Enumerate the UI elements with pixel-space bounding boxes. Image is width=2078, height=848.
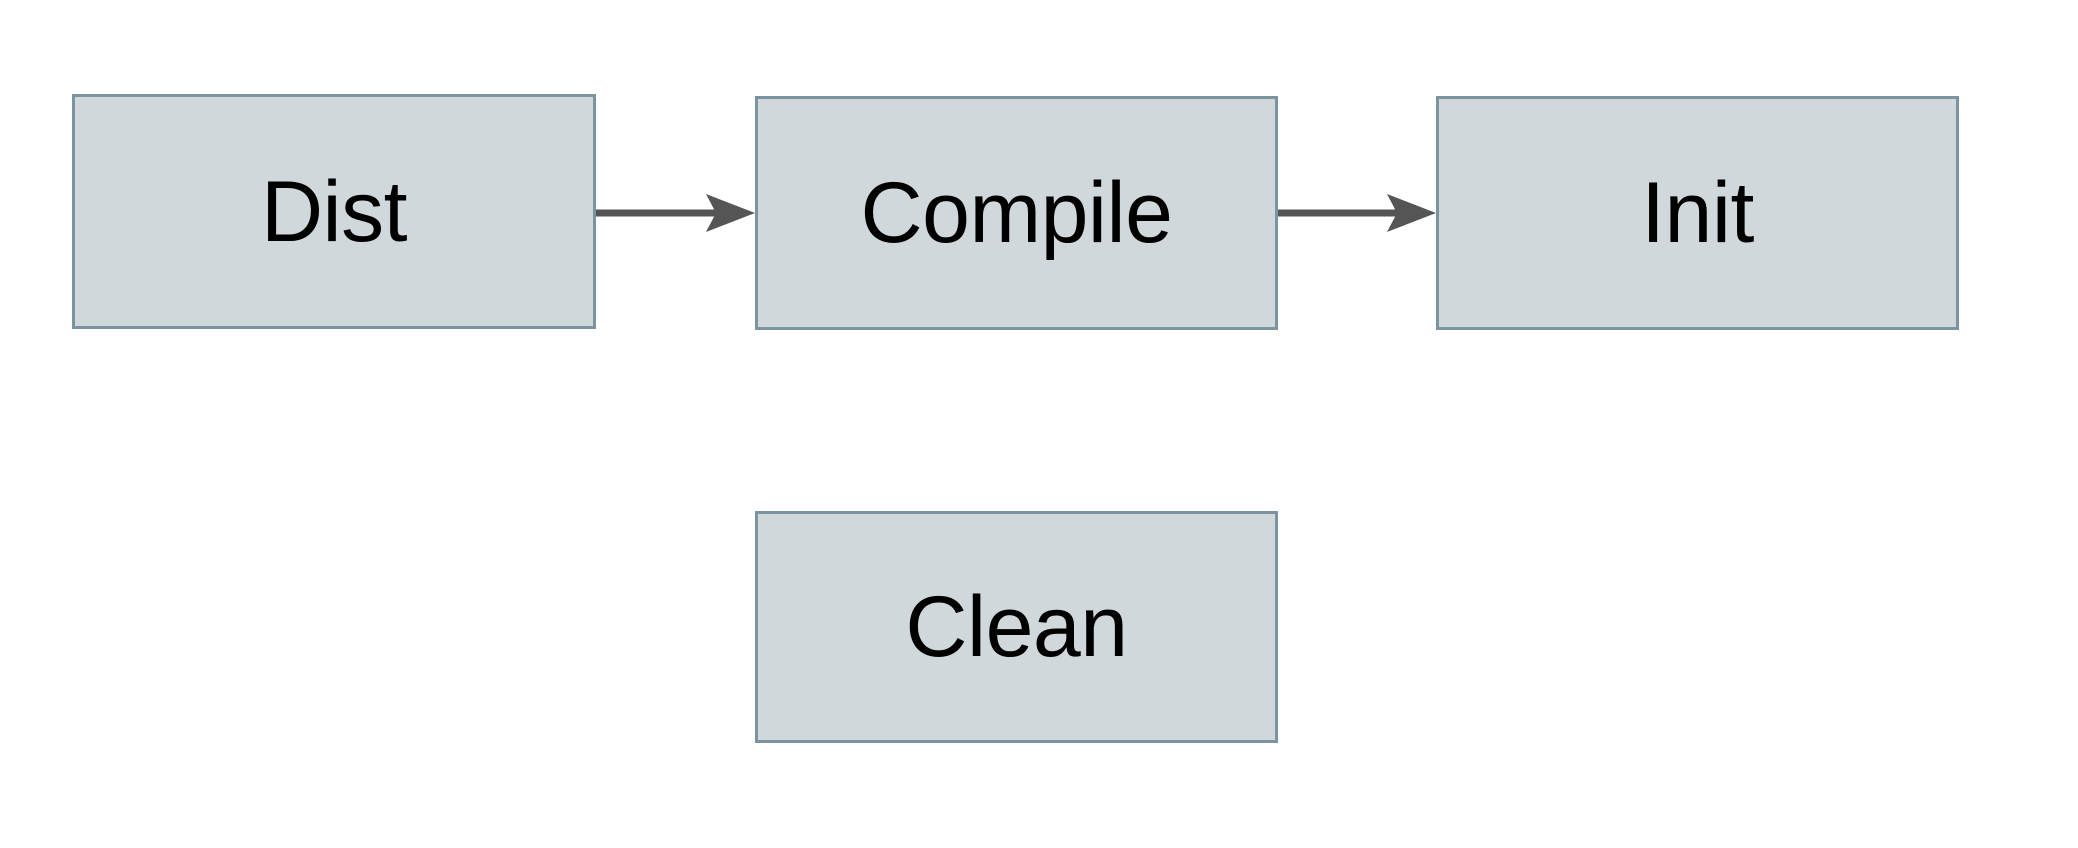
edge-compile-to-init[interactable]	[1278, 194, 1436, 232]
arrowhead-icon	[706, 194, 755, 232]
node-compile[interactable]: Compile	[755, 96, 1278, 330]
node-init[interactable]: Init	[1436, 96, 1959, 330]
arrowhead-icon	[1387, 194, 1436, 232]
node-label-init: Init	[1641, 165, 1754, 261]
edge-dist-to-compile[interactable]	[596, 194, 755, 232]
node-clean[interactable]: Clean	[755, 511, 1278, 743]
node-label-clean: Clean	[905, 579, 1128, 675]
node-dist[interactable]: Dist	[72, 94, 596, 329]
node-label-compile: Compile	[860, 165, 1173, 261]
node-label-dist: Dist	[260, 163, 408, 260]
